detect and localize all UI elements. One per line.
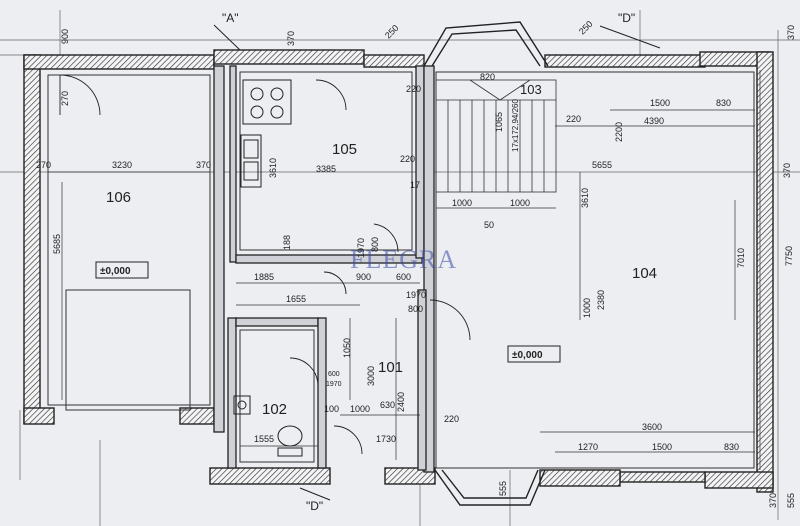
dim-label: 370 <box>786 25 796 40</box>
dim-label: 270 <box>60 91 70 106</box>
dim-label: 2400 <box>396 392 406 412</box>
dim-label: 220 <box>406 84 421 94</box>
watermark: FLEGRA <box>350 245 457 274</box>
dim-label: 7750 <box>784 246 794 266</box>
room-101-label: 101 <box>378 359 403 376</box>
dim-label: 600 <box>328 371 340 378</box>
dim-label: 370 <box>768 493 778 508</box>
washbasin <box>233 395 251 415</box>
dim-label: 1655 <box>286 294 306 304</box>
dim-label: 630 <box>380 400 395 410</box>
dim-label: 3610 <box>580 188 590 208</box>
dim-label: 1500 <box>650 98 670 108</box>
dim-label: 1885 <box>254 272 274 282</box>
dim-label: 1970 <box>326 381 342 388</box>
section-label-d-bottom: "D" <box>306 499 323 513</box>
level-marker-box-garage <box>95 261 149 279</box>
dim-label: 4390 <box>644 116 664 126</box>
dim-label: 555 <box>786 493 796 508</box>
dim-label: 370 <box>196 160 211 170</box>
dim-label: 1050 <box>342 338 352 358</box>
dim-label: 220 <box>444 414 459 424</box>
section-label-d-top: "D" <box>618 11 635 25</box>
room-103-label: 103 <box>520 82 542 97</box>
bay-window <box>423 21 549 506</box>
dim-label: 2380 <box>596 290 606 310</box>
dim-label: 820 <box>480 72 495 82</box>
dim-label: 1500 <box>652 442 672 452</box>
dim-label: 1000 <box>582 298 592 318</box>
dim-label: 2200 <box>614 122 624 142</box>
dim-label: 830 <box>716 98 731 108</box>
dim-label: 600 <box>396 272 411 282</box>
dim-label: 800 <box>370 237 380 252</box>
dim-label: 1970 <box>406 290 426 300</box>
dim-label: 5655 <box>592 160 612 170</box>
dim-label: 220 <box>400 154 415 164</box>
dim-label: 900 <box>356 272 371 282</box>
dim-label: 1000 <box>510 198 530 208</box>
dim-label: 17x172,94/260 <box>511 99 520 152</box>
dim-label: 270 <box>36 160 51 170</box>
dim-label: 1065 <box>494 112 504 132</box>
dim-label: 3600 <box>642 422 662 432</box>
section-marker-d-top: "D" <box>599 11 661 49</box>
section-marker-a: "A" <box>213 11 241 51</box>
dim-label: 800 <box>408 304 423 314</box>
dim-label: 50 <box>484 220 494 230</box>
dim-label: 5685 <box>52 234 62 254</box>
dim-label: 555 <box>498 481 508 496</box>
staircase <box>435 79 557 193</box>
interior-walls <box>213 65 435 473</box>
level-marker-garage: ±0,000 <box>100 266 131 277</box>
dim-label: 1730 <box>376 434 396 444</box>
dimension-labels: 900 270 270 3230 370 5685 370 220 3610 3… <box>36 19 796 508</box>
section-label-a: "A" <box>222 11 239 25</box>
dim-label: 100 <box>324 404 339 414</box>
dim-label: 1000 <box>350 404 370 414</box>
dim-label: 900 <box>60 29 70 44</box>
dim-label: 830 <box>724 442 739 452</box>
dim-label: 3385 <box>316 164 336 174</box>
dim-label: 17 <box>410 180 420 190</box>
room-105-label: 105 <box>332 141 357 158</box>
dim-label: 220 <box>566 114 581 124</box>
kitchen-stove <box>242 79 292 125</box>
dim-label: 370 <box>782 163 792 178</box>
section-marker-d-bottom: "D" <box>299 487 331 513</box>
dim-label: 1555 <box>254 434 274 444</box>
dim-label: 3610 <box>268 158 278 178</box>
kitchen-sink <box>240 134 262 188</box>
dim-label: 1000 <box>452 198 472 208</box>
level-marker-box-living <box>507 345 561 363</box>
room-106-label: 106 <box>106 189 131 206</box>
door-swings <box>59 74 471 455</box>
room-104-label: 104 <box>632 265 657 282</box>
level-marker-living: ±0,000 <box>512 350 543 361</box>
room-102-label: 102 <box>262 401 287 418</box>
dim-label: 7010 <box>736 248 746 268</box>
dim-label: 1970 <box>356 238 366 258</box>
dim-label: 370 <box>286 31 296 46</box>
dim-label: 3000 <box>366 366 376 386</box>
dim-label: 188 <box>282 235 292 250</box>
dim-label: 1270 <box>578 442 598 452</box>
dimension-lines <box>48 70 761 470</box>
dim-label: 3230 <box>112 160 132 170</box>
exterior-walls <box>23 49 774 493</box>
